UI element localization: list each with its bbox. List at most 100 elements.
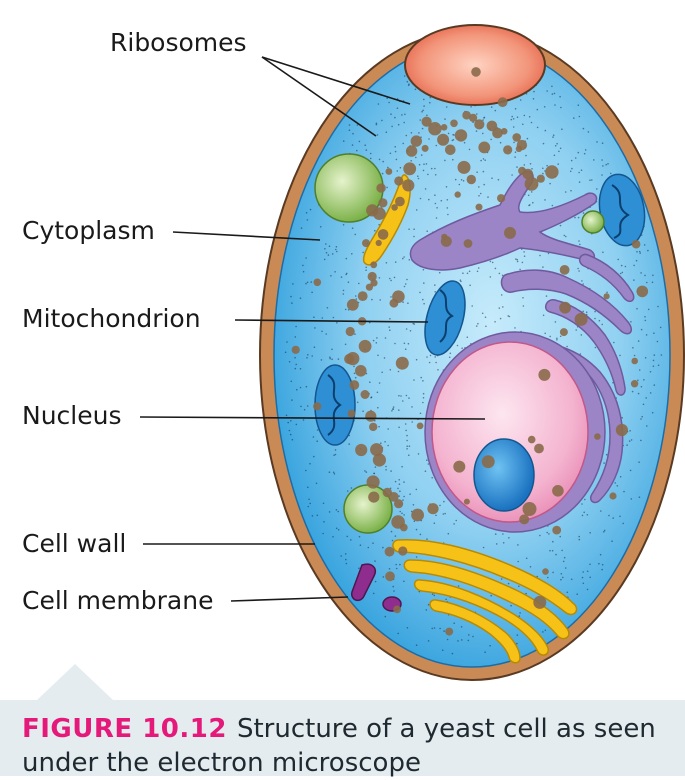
stipple-dot [408,83,410,85]
stipple-dot [376,337,378,339]
ribosome-dot [454,129,468,142]
ribosome-dot [344,353,355,365]
stipple-dot [610,172,612,175]
ribosome-dot [366,204,379,217]
stipple-dot [637,392,640,395]
stipple-dot [611,540,613,542]
stipple-dot [427,603,430,606]
stipple-dot [548,533,550,535]
stipple-dot [398,495,400,497]
stipple-dot [395,567,398,570]
ribosome-dot [445,627,454,636]
stipple-dot [292,283,294,285]
stipple-dot [391,539,394,542]
stipple-dot [392,585,395,588]
stipple-dot [434,167,436,170]
stipple-dot [601,159,603,161]
ribosome-dot [636,285,649,298]
stipple-dot [410,160,413,162]
stipple-dot [622,522,624,525]
stipple-dot [392,408,394,411]
stipple-dot [342,140,345,142]
stipple-dot [529,566,532,568]
stipple-dot [345,562,348,565]
ribosome-dot [403,162,417,176]
stipple-dot [377,354,379,357]
stipple-dot [614,482,616,484]
stipple-dot [553,92,556,95]
stipple-dot [551,549,554,552]
mitochondrion-right [598,173,646,247]
stipple-dot [420,376,423,379]
stipple-dot [390,470,392,472]
stipple-dot [647,308,650,311]
stipple-dot [475,130,478,132]
stipple-dot [452,158,454,161]
ribosome-dot [615,423,629,437]
stipple-dot [316,514,319,517]
stipple-dot [536,126,539,129]
stipple-dot [385,262,388,264]
ribosome-dot [454,191,461,198]
stipple-dot [389,487,392,490]
stipple-dot [583,511,585,514]
stipple-dot [398,479,401,481]
stipple-dot [335,509,338,511]
stipple-dot [356,401,359,404]
stipple-dot [398,394,400,397]
stipple-dot [418,163,421,166]
stipple-dot [328,511,331,513]
ribosome-dot [594,433,601,440]
ribosome-dot [395,356,409,370]
stipple-dot [424,470,427,473]
stipple-dot [381,119,383,122]
stipple-dot [354,233,357,236]
ribosome-dot [552,485,564,497]
stipple-dot [332,536,334,538]
stipple-dot [409,493,411,496]
ribosome-dot [365,283,373,291]
stipple-dot [413,520,416,523]
stipple-dot [372,542,374,544]
stipple-dot [578,181,581,183]
stipple-dot [542,167,544,170]
stipple-dot [367,546,370,549]
stipple-dot [423,282,425,284]
stipple-dot [353,365,355,368]
stipple-dot [470,106,472,108]
stipple-dot [375,123,378,126]
stipple-dot [303,408,306,411]
ribosome-dot [536,174,545,183]
ribosome-dot [503,145,513,155]
stipple-dot [544,332,546,335]
stipple-dot [638,369,641,371]
label-mitochondrion: Mitochondrion [22,304,201,333]
stipple-dot [429,101,431,104]
stipple-dot [547,576,549,579]
stipple-dot [552,136,554,138]
stipple-dot [468,148,471,151]
stipple-dot [594,310,596,313]
stipple-dot [332,316,335,319]
stipple-dot [314,327,316,329]
stipple-dot [364,144,367,146]
stipple-dot [601,563,604,566]
stipple-dot [299,297,302,300]
stipple-dot [483,117,485,119]
nucleus [431,341,589,523]
stipple-dot [384,337,387,339]
stipple-dot [422,397,425,399]
figure-number: FIGURE 10.12 [22,714,227,744]
stipple-dot [300,405,302,408]
stipple-dot [328,245,331,247]
stipple-dot [559,335,562,338]
stipple-dot [345,272,348,275]
stipple-dot [302,270,305,273]
stipple-dot [582,310,584,313]
stipple-dot [391,410,393,412]
stipple-dot [313,346,316,349]
stipple-dot [346,490,349,492]
ribosome-dot [355,443,368,457]
stipple-dot [396,107,399,109]
stipple-dot [562,576,564,579]
